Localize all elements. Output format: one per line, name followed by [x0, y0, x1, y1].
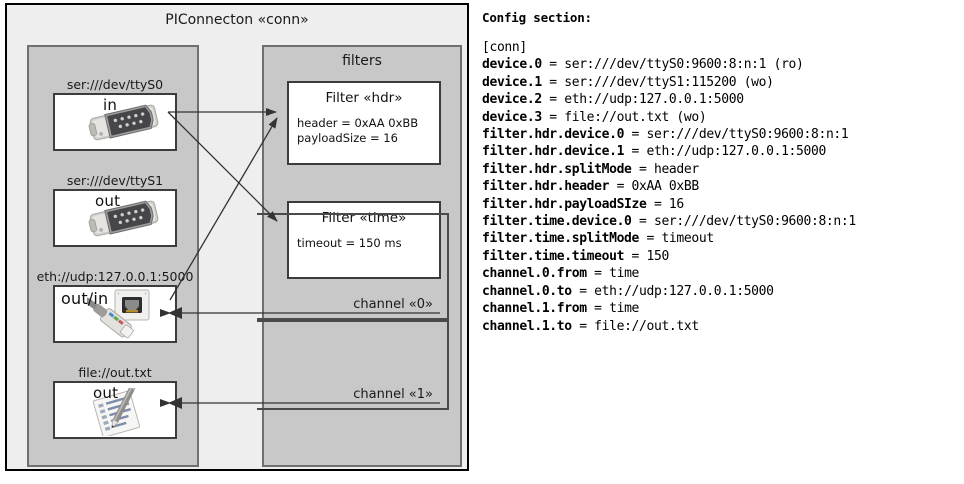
- filter-time-properties: timeout = 150 ms: [297, 236, 439, 251]
- config-line: device.0 = ser:///dev/ttyS0:9600:8:n:1 (…: [482, 57, 804, 73]
- config-line: device.1 = ser:///dev/ttyS1:115200 (wo): [482, 74, 774, 90]
- config-line: filter.time.device.0 = ser:///dev/ttyS0:…: [482, 214, 856, 230]
- text-document-icon: [92, 388, 141, 436]
- config-lines: [conn] device.0 = ser:///dev/ttyS0:9600:8…: [482, 39, 960, 335]
- ethernet-jack-icon: [87, 289, 150, 339]
- device-file[interactable]: file://out.txt out: [53, 365, 177, 439]
- config-line: filter.time.timeout = 150: [482, 248, 669, 264]
- config-heading: Config section:: [482, 10, 592, 25]
- device-file-label: file://out.txt: [78, 365, 152, 380]
- filter-hdr-title: Filter «hdr»: [325, 90, 403, 106]
- channel-1-label: channel «1»: [353, 387, 433, 402]
- device-ttys1-box[interactable]: out: [53, 189, 177, 247]
- config-pane: Config section: [conn] device.0 = ser:///…: [482, 8, 960, 478]
- config-line: channel.0.to = eth://udp:127.0.0.1:5000: [482, 283, 774, 299]
- page-title: PIConnecton «conn»: [165, 12, 309, 28]
- channel-0-label: channel «0»: [353, 297, 433, 312]
- channel-1-frame: channel «1»: [257, 320, 449, 410]
- serial-port-icon: [88, 104, 159, 141]
- config-line: channel.1.to = file://out.txt: [482, 318, 699, 334]
- device-eth-label: eth://udp:127.0.0.1:5000: [36, 269, 194, 284]
- device-ttys1-label: ser:///dev/ttyS1: [66, 173, 164, 188]
- serial-port-icon: [88, 200, 159, 237]
- config-line: filter.time.splitMode = timeout: [482, 231, 714, 247]
- device-ttys1-direction: out: [95, 192, 121, 210]
- config-line: channel.0.from = time: [482, 266, 640, 282]
- device-ttys1[interactable]: ser:///dev/ttyS1 out: [53, 173, 177, 247]
- device-eth[interactable]: eth://udp:127.0.0.1:5000 out/in: [37, 269, 193, 343]
- filters-group: filters Filter «hdr» header = 0xAA 0xBB …: [262, 45, 462, 467]
- filter-card-hdr[interactable]: Filter «hdr» header = 0xAA 0xBB payloadS…: [287, 81, 441, 165]
- device-eth-direction: out/in: [61, 289, 109, 308]
- config-line: channel.1.from = time: [482, 301, 640, 317]
- filter-hdr-prop-payloadsize: payloadSize = 16: [297, 131, 398, 145]
- filters-group-title: filters: [342, 53, 382, 69]
- device-eth-box[interactable]: out/in: [53, 285, 177, 343]
- device-ttys0-box[interactable]: in: [53, 93, 177, 151]
- channel-0-frame: channel «0»: [257, 213, 449, 320]
- config-line: device.3 = file://out.txt (wo): [482, 109, 707, 125]
- config-line: filter.hdr.payloadSIze = 16: [482, 196, 684, 212]
- connector-frame: PIConnecton «conn» ser:///dev/ttyS0 in: [5, 3, 469, 471]
- config-line: device.2 = eth://udp:127.0.0.1:5000: [482, 92, 744, 108]
- config-line: filter.hdr.device.1 = eth://udp:127.0.0.…: [482, 144, 826, 160]
- device-ttys0-direction: in: [103, 96, 118, 114]
- config-line: filter.hdr.splitMode = header: [482, 161, 699, 177]
- device-ttys0-label: ser:///dev/ttyS0: [66, 77, 164, 92]
- device-file-direction: out: [93, 384, 119, 402]
- devices-group: ser:///dev/ttyS0 in: [27, 45, 199, 467]
- filter-hdr-properties: header = 0xAA 0xBB payloadSize = 16: [297, 116, 439, 146]
- device-file-box[interactable]: out: [53, 381, 177, 439]
- config-line: [conn]: [482, 40, 527, 55]
- filter-hdr-prop-header: header = 0xAA 0xBB: [297, 116, 419, 130]
- config-line: filter.hdr.device.0 = ser:///dev/ttyS0:9…: [482, 127, 849, 143]
- filter-time-prop-timeout: timeout = 150 ms: [297, 236, 402, 250]
- device-ttys0[interactable]: ser:///dev/ttyS0 in: [53, 77, 177, 151]
- config-line: filter.hdr.header = 0xAA 0xBB: [482, 179, 699, 195]
